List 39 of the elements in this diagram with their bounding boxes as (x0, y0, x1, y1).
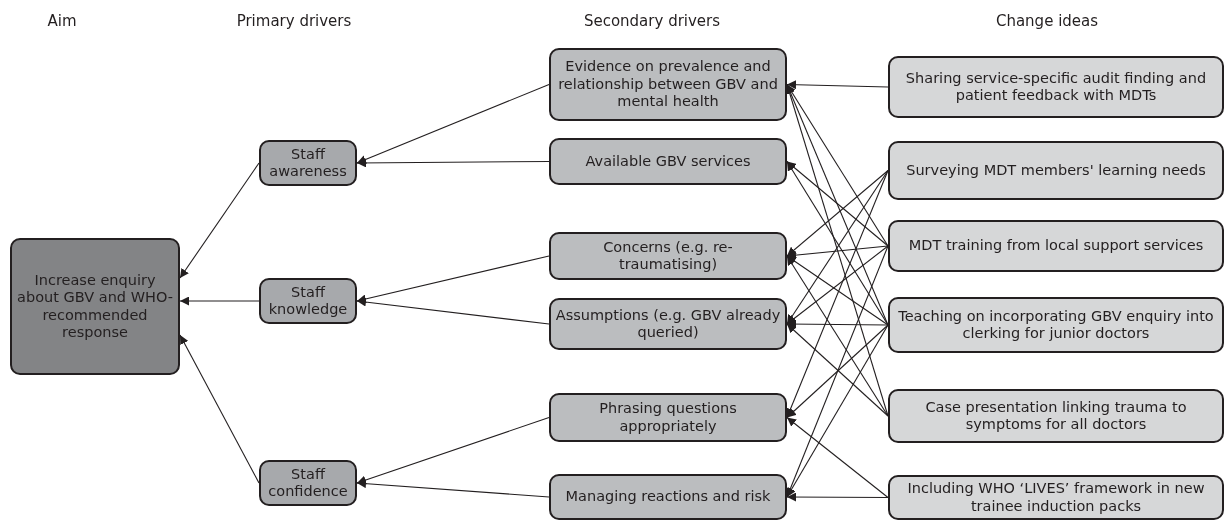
arrow (179, 162, 260, 279)
arrow (356, 83, 550, 164)
driver-box: Evidence on prevalence and relationship between GBV and mental health (549, 48, 787, 121)
column-heading: Aim (47, 12, 77, 30)
arrow (356, 255, 550, 304)
driver-box: Teaching on incorporating GBV enquiry into clerking for junior doctors (888, 297, 1224, 353)
arrow (786, 83, 889, 247)
arrow (356, 479, 550, 498)
arrow (786, 80, 889, 90)
arrow (786, 169, 889, 257)
arrow (356, 297, 550, 325)
column-heading: Primary drivers (236, 12, 352, 30)
arrow (786, 319, 889, 329)
driver-box: Sharing service-specific audit finding and patient feedback with MDTs (888, 56, 1224, 118)
arrow (356, 158, 550, 168)
arrow (356, 416, 550, 485)
driver-box: Staff confidence (259, 460, 357, 506)
driver-box: Increase enquiry about GBV and WHO-recommended response (10, 238, 180, 375)
driver-box: Managing reactions and risk (549, 474, 787, 520)
arrow (786, 492, 889, 502)
arrow (786, 245, 889, 260)
driver-box: Available GBV services (549, 138, 787, 185)
driver-box: Concerns (e.g. re-traumatising) (549, 232, 787, 280)
arrow (786, 160, 889, 247)
driver-box: Including WHO ‘LIVES’ framework in new trainee induction packs (888, 475, 1224, 520)
arrow (786, 255, 889, 417)
column-heading: Change ideas (995, 12, 1099, 30)
arrow (786, 416, 889, 499)
arrow (786, 324, 889, 498)
arrow (179, 334, 260, 484)
column-heading: Secondary drivers (583, 12, 721, 30)
driver-box: Surveying MDT members' learning needs (888, 141, 1224, 200)
driver-box: MDT training from local support services (888, 220, 1224, 272)
arrow (179, 296, 260, 306)
driver-box: Staff knowledge (259, 278, 357, 324)
driver-box: Case presentation linking trauma to symptoms for all doctors (888, 389, 1224, 443)
driver-box: Phrasing questions appropriately (549, 393, 787, 442)
driver-box: Staff awareness (259, 140, 357, 186)
driver-box: Assumptions (e.g. GBV already queried) (549, 298, 787, 350)
